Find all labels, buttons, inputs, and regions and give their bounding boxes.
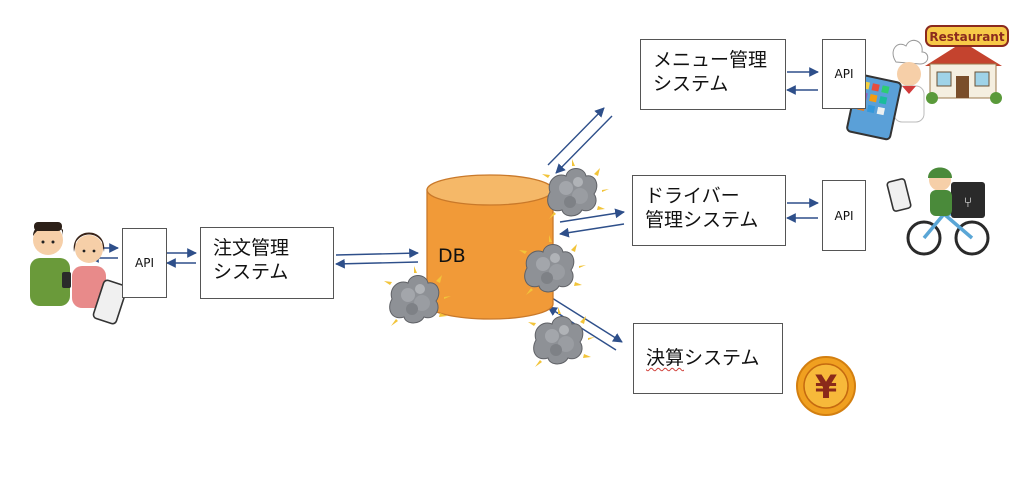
arrows-menu-api <box>786 67 819 95</box>
arrows-driver-api <box>786 198 819 223</box>
arrows-order-db <box>335 248 419 269</box>
menu-system-line2: システム <box>653 73 729 95</box>
database-cylinder <box>426 174 554 320</box>
arrows-db-driver <box>559 208 625 238</box>
api-box-menu: API <box>822 39 866 109</box>
payment-system-label: 決算システム <box>646 346 770 370</box>
utensils-icon: ⑂ <box>964 195 972 211</box>
restaurant-icon: Restaurant <box>925 25 1009 104</box>
driver-system-line2: 管理システム <box>645 209 759 231</box>
menu-system-line1: メニュー管理 <box>653 49 768 71</box>
restaurant-sign-text: Restaurant <box>929 30 1004 44</box>
customers-icon <box>30 222 128 325</box>
driver-management-system-box: ドライバー 管理システム <box>632 175 786 246</box>
api-label: API <box>834 67 854 81</box>
delivery-bike-icon: ⑂ <box>886 167 990 256</box>
order-system-line2: システム <box>213 261 289 283</box>
order-management-system-box: 注文管理 システム <box>200 227 334 299</box>
db-label: DB <box>438 245 466 267</box>
api-label: API <box>834 208 854 223</box>
driver-system-line1: ドライバー <box>645 185 740 207</box>
api-label: API <box>135 256 154 270</box>
payment-system-word-system: システム <box>684 347 760 369</box>
payment-system-word-kessan: 決算 <box>646 347 685 369</box>
menu-management-system-box: メニュー管理 システム <box>640 39 786 110</box>
arrows-db-menu <box>547 107 613 174</box>
api-box-driver: API <box>822 180 866 251</box>
api-box-customer: API <box>122 228 167 298</box>
yen-coin-icon: ¥ <box>796 356 856 416</box>
yen-symbol: ¥ <box>815 368 837 406</box>
order-system-line1: 注文管理 <box>213 237 290 259</box>
arrows-api-order <box>166 248 197 268</box>
payment-system-box: 決算システム <box>633 323 783 394</box>
